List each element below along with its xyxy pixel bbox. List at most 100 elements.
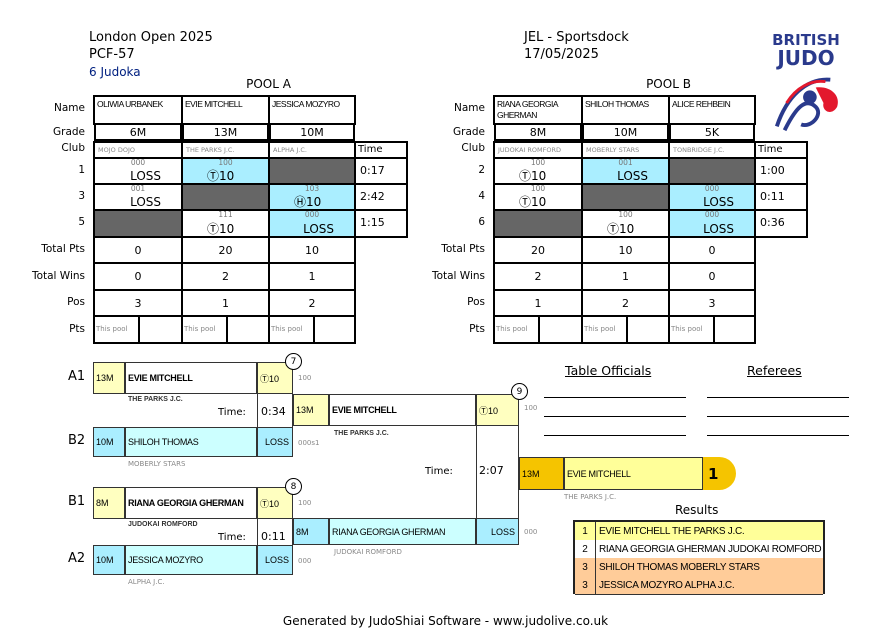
club-name: JUDOKAI ROMFORD: [128, 521, 198, 528]
match-score: 100: [530, 184, 546, 193]
empty-cell: [668, 157, 756, 185]
total-pts-label: Total Pts: [441, 243, 485, 255]
score-code: 000: [524, 528, 538, 536]
result-name: EVIE MITCHELL THE PARKS J.C.: [599, 525, 745, 537]
match-number: 2: [478, 164, 485, 176]
player-grade: 10M: [269, 123, 355, 141]
player-grade: 5K: [669, 123, 755, 141]
result-box: Ⓣ10: [257, 487, 293, 519]
result-position: 3: [575, 558, 596, 576]
category: PCF-57: [89, 47, 135, 62]
result-name: JESSICA MOZYRO ALPHA J.C.: [599, 579, 735, 591]
total-wins: 1: [581, 262, 670, 291]
club-name: JUDOKAI ROMFORD: [334, 548, 402, 556]
pool-title: POOL A: [246, 77, 291, 91]
player-name: ALICE REHBEIN: [668, 95, 756, 125]
empty-cell: [581, 183, 670, 211]
official-line: [544, 397, 686, 398]
time-box: [257, 392, 293, 427]
player-grade: 13M: [182, 123, 269, 141]
logo-text-1: BRITISH: [772, 31, 840, 49]
score-code: 100: [524, 404, 538, 412]
total-pts: 20: [493, 236, 583, 264]
this-pool-label: This pool: [671, 325, 703, 333]
position: 1: [493, 289, 583, 317]
match-result: Ⓣ10: [519, 195, 547, 209]
pts-box: [713, 315, 756, 344]
match-time-value: 1:15: [360, 216, 385, 229]
time-box: [476, 426, 519, 518]
match-time: 0:17: [354, 157, 408, 185]
match-number-circle: 9: [511, 383, 528, 400]
competitor-name: SHILOH THOMAS: [125, 427, 257, 457]
match-number-circle: 8: [285, 478, 302, 495]
time-label: Time:: [218, 532, 246, 543]
empty-cell: [268, 157, 356, 185]
this-pool-label: This pool: [584, 325, 616, 333]
empty-cell: [493, 209, 583, 238]
pts-box: [626, 315, 670, 344]
results-title: Results: [675, 503, 719, 517]
grade-box: 10M: [93, 427, 125, 457]
footer: Generated by JudoShiai Software - www.ju…: [282, 614, 609, 628]
player-grade: 6M: [94, 123, 182, 141]
match-number: 1: [78, 164, 85, 176]
match-score: 100: [530, 158, 546, 167]
match-time: 0:34: [261, 405, 286, 418]
grade-box: 10M: [93, 545, 125, 575]
this-pool-pts: This pool: [93, 315, 140, 344]
player-name: JESSICA MOZYRO: [268, 95, 356, 125]
score-code: 000: [298, 557, 312, 565]
match-result: Ⓣ10: [519, 169, 547, 183]
match-time: 2:42: [354, 183, 408, 211]
match-time: 1:00: [754, 157, 808, 185]
total-pts: 10: [581, 236, 670, 264]
club-name: ALPHA J.C.: [128, 578, 165, 586]
table-officials-heading: Table Officials: [565, 363, 652, 378]
total-pts-label: Total Pts: [41, 243, 85, 255]
match-time: 0:11: [754, 183, 808, 211]
result-position: 3: [575, 576, 596, 594]
player-grade: 10M: [582, 123, 669, 141]
player-name: RIANA GEORGIA GHERMAN: [493, 95, 583, 125]
pts-box: [226, 315, 270, 344]
match-result: Ⓗ10: [294, 195, 322, 209]
pts-box: [313, 315, 356, 344]
match-score: 000: [304, 210, 320, 219]
time-box: [257, 517, 293, 545]
this-pool-pts: This pool: [668, 315, 715, 344]
player-name: SHILOH THOMAS: [581, 95, 670, 125]
total-wins: 0: [668, 262, 756, 291]
tournament-name: London Open 2025: [89, 30, 213, 45]
match-score: 000: [704, 210, 720, 219]
pos-label: Pos: [67, 296, 85, 308]
referee-line: [707, 416, 849, 417]
grade-box: 8M: [93, 487, 125, 519]
player-grade: 8M: [494, 123, 582, 141]
seed-label: B1: [68, 494, 86, 509]
winner-grade: 13M: [519, 457, 564, 490]
match-time-value: 0:17: [360, 164, 385, 177]
match-number: 6: [478, 216, 485, 228]
result-box: LOSS: [257, 427, 293, 457]
result-box: LOSS: [476, 518, 519, 545]
empty-cell: [93, 209, 183, 238]
judoka-count: 6 Judoka: [89, 65, 141, 79]
winner-name: EVIE MITCHELL: [564, 457, 703, 490]
grade-label: Grade: [452, 126, 485, 138]
winner-club: THE PARKS J.C.: [564, 493, 617, 501]
time-label: Time:: [218, 407, 246, 418]
match-score: 001: [618, 158, 633, 167]
name-label: Name: [454, 102, 485, 114]
match-time-value: 0:36: [760, 216, 785, 229]
total-pts: 0: [93, 236, 183, 264]
total-wins-label: Total Wins: [31, 270, 85, 282]
official-line: [544, 435, 686, 436]
